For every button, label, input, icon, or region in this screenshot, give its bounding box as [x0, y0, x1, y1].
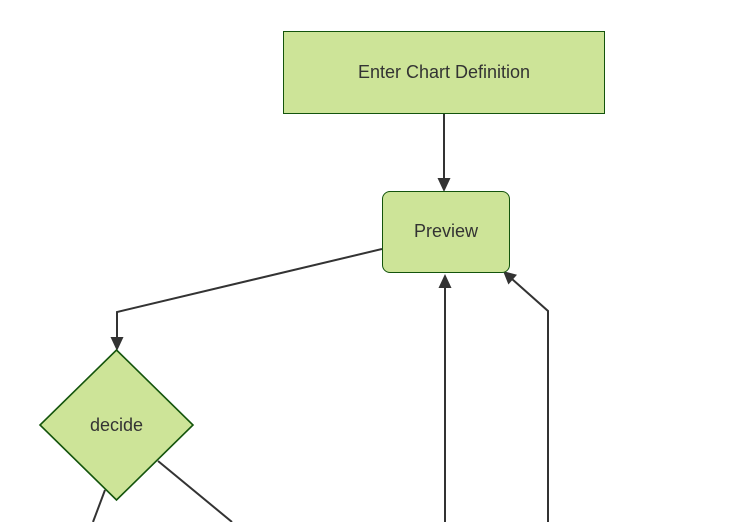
edge-decide-out-left [92, 489, 106, 522]
node-preview-label: Preview [413, 221, 479, 242]
edge-preview-to-decide [116, 248, 383, 339]
arrowhead-into-preview-bottom-right [503, 271, 517, 285]
arrowhead-into-preview-top [437, 178, 451, 192]
node-preview: Preview [382, 191, 510, 273]
node-enter-chart-definition-label: Enter Chart Definition [357, 61, 531, 82]
arrowhead-into-preview-bottom [438, 274, 452, 288]
decide-diamond-shape [38, 348, 195, 502]
arrowhead-into-decide-top [110, 337, 124, 351]
node-enter-chart-definition: Enter Chart Definition [283, 31, 605, 114]
edge-incoming-bottom-right [511, 278, 549, 522]
arrowheads [110, 178, 517, 351]
edge-decide-out-right [157, 460, 233, 522]
edge-lines [92, 114, 549, 522]
